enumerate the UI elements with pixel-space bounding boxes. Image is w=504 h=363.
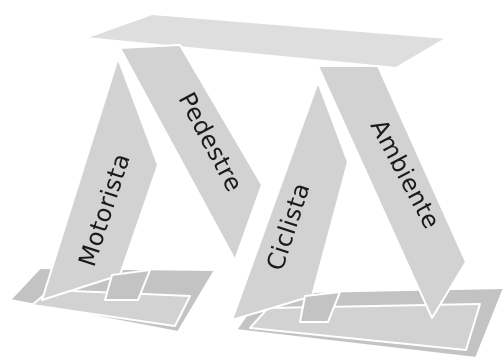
- house-of-cards-diagram: Motorista Pedestre Ciclista Ambiente: [0, 0, 504, 363]
